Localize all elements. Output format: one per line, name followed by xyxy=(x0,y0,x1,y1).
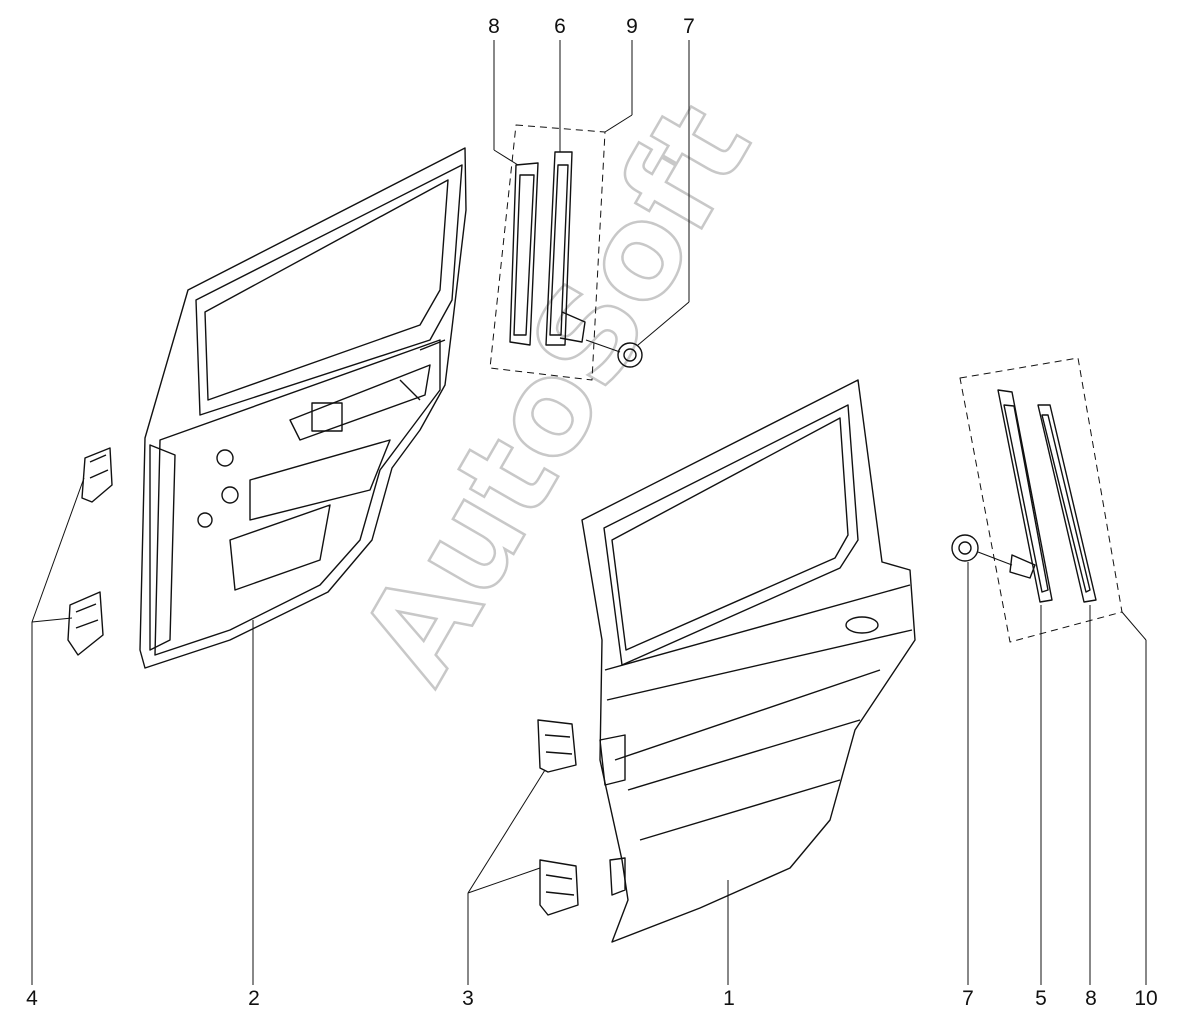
callout-8-top: 8 xyxy=(488,15,500,38)
callout-4: 4 xyxy=(26,987,38,1010)
window-channel-8-top xyxy=(509,162,539,346)
callout-7-top: 7 xyxy=(683,15,695,38)
window-guide-6 xyxy=(545,151,586,346)
callout-10: 10 xyxy=(1134,987,1157,1010)
leader-lines xyxy=(31,40,1147,985)
hinge-3-lower xyxy=(539,859,579,916)
callout-6: 6 xyxy=(554,15,566,38)
hinge-3-upper xyxy=(537,719,577,773)
callout-5: 5 xyxy=(1035,987,1047,1010)
rear-door-inner-panel xyxy=(139,147,467,669)
rear-door-outer-panel xyxy=(581,379,916,943)
callout-7-bottom: 7 xyxy=(962,987,974,1010)
callout-2: 2 xyxy=(248,987,260,1010)
window-channel-8-right xyxy=(1037,404,1097,603)
callout-3: 3 xyxy=(462,987,474,1010)
callout-8-bottom: 8 xyxy=(1085,987,1097,1010)
callout-1: 1 xyxy=(723,987,735,1010)
nut-7-top xyxy=(617,342,643,368)
window-guide-5 xyxy=(997,389,1053,603)
group-9-outline xyxy=(489,124,606,381)
callout-9: 9 xyxy=(626,15,638,38)
group-10-outline xyxy=(959,357,1123,643)
nut-7-right xyxy=(951,534,979,562)
hinge-4-lower xyxy=(67,591,104,656)
hinge-4-upper xyxy=(81,447,113,503)
